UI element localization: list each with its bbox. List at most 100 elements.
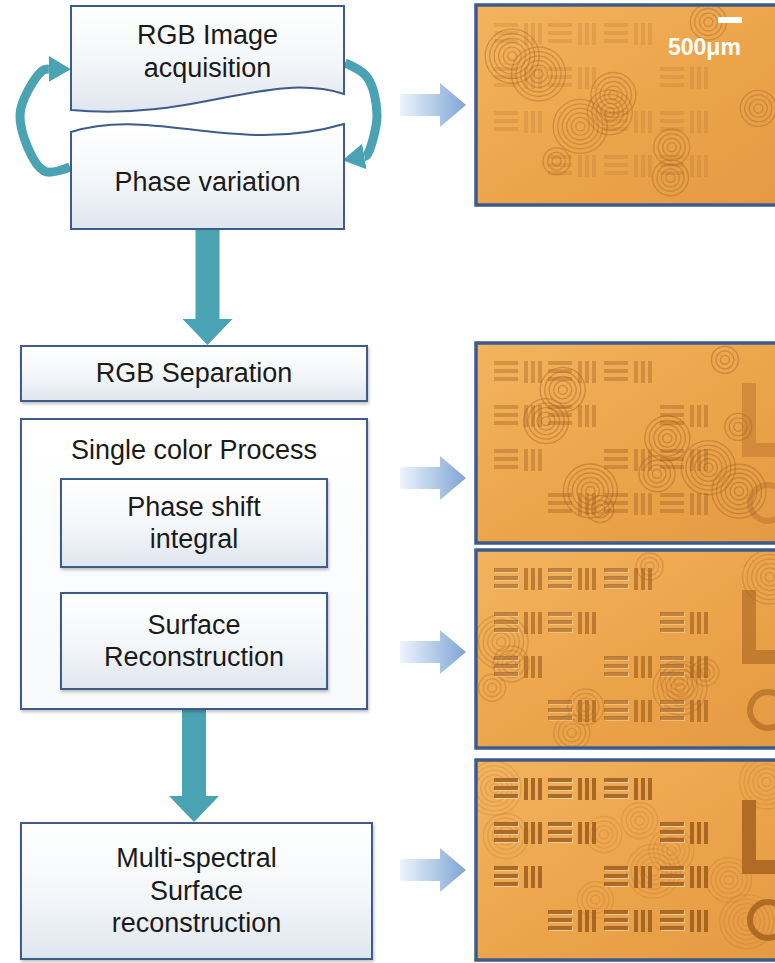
target-bar	[548, 568, 572, 572]
target-bar	[604, 23, 628, 27]
target-bar	[634, 111, 638, 133]
target-bar	[634, 700, 638, 722]
target-bar	[494, 882, 518, 886]
target-bar	[524, 449, 528, 471]
fringe-ring	[757, 773, 775, 791]
node-label: Phase variation	[114, 166, 300, 198]
image-texture	[476, 760, 775, 949]
target-bar	[592, 155, 596, 177]
target-bar	[660, 918, 684, 922]
node-label: Phase shift integral	[107, 491, 282, 556]
target-bar-highlight	[661, 839, 685, 843]
target-bar	[531, 778, 535, 800]
target-bar	[660, 163, 684, 167]
target-bar-highlight	[661, 875, 685, 879]
target-bar	[604, 664, 628, 668]
target-bar-highlight	[661, 709, 685, 713]
target-bar-highlight	[549, 839, 573, 843]
target-bar	[704, 67, 708, 89]
fringe-ring	[476, 761, 521, 815]
process-box: Surface Reconstruction	[60, 592, 328, 690]
fringe-ring	[516, 51, 561, 96]
target-bar	[690, 493, 694, 515]
target-bar	[704, 910, 708, 932]
target-bar	[548, 421, 572, 425]
target-bar	[641, 155, 645, 177]
target-bar	[494, 405, 518, 409]
fringe-ring	[695, 9, 722, 36]
target-bar-highlight	[605, 911, 629, 915]
target-bar	[704, 449, 708, 471]
target-bar	[548, 822, 572, 826]
target-bar	[660, 493, 684, 497]
target-bar	[660, 67, 684, 71]
target-bar	[592, 822, 596, 844]
fringe-ring	[591, 895, 600, 904]
target-bar	[604, 155, 628, 159]
target-bar	[548, 778, 572, 782]
target-bar	[524, 822, 528, 844]
target-bar-highlight	[495, 883, 519, 887]
target-bar-highlight	[661, 927, 685, 931]
fringe-ring	[649, 420, 685, 456]
image-frame	[476, 550, 775, 748]
target-bar	[531, 23, 535, 45]
image-texture	[476, 550, 775, 748]
target-bar	[697, 111, 701, 133]
target-bar-highlight	[495, 629, 519, 633]
target-bar	[538, 656, 542, 678]
target-bar	[690, 822, 694, 844]
target-bar-highlight	[605, 673, 629, 677]
target-bar	[494, 421, 518, 425]
fringe-ring	[493, 646, 529, 682]
fringe-ring	[587, 90, 632, 135]
target-bar-highlight	[605, 919, 629, 923]
target-bar-highlight	[605, 709, 629, 713]
target-bar	[531, 111, 535, 133]
target-bar	[604, 369, 628, 373]
target-bar	[604, 31, 628, 35]
target-bar	[660, 465, 684, 469]
target-bar	[660, 449, 684, 453]
target-bar	[494, 369, 518, 373]
target-bar	[604, 568, 628, 572]
target-bar	[660, 910, 684, 914]
fringe-ring	[497, 637, 506, 646]
target-bar	[548, 75, 572, 79]
fringe-ring	[711, 862, 747, 898]
target-bar	[578, 67, 582, 89]
fringe-ring	[652, 469, 661, 478]
target-bar	[690, 866, 694, 888]
target-bar	[548, 171, 572, 175]
target-bar	[604, 672, 628, 676]
fringe-ring	[749, 99, 767, 117]
target-bar	[641, 361, 645, 383]
pointer-arrow	[400, 630, 466, 674]
target-bar	[660, 838, 684, 842]
target-bar	[604, 171, 628, 175]
fringe-ring	[631, 812, 649, 830]
target-bar	[592, 361, 596, 383]
target-bar	[604, 786, 628, 790]
image-frame	[476, 5, 775, 205]
target-bar	[548, 31, 572, 35]
target-bar	[538, 405, 542, 427]
target-bar	[494, 457, 518, 461]
target-bar	[585, 405, 589, 427]
fringe-ring	[753, 768, 775, 795]
pointer-arrow	[400, 848, 466, 892]
target-bar	[524, 23, 528, 45]
target-bar	[660, 111, 684, 115]
target-bar	[604, 111, 628, 115]
target-bar	[660, 882, 684, 886]
target-bar	[697, 155, 701, 177]
target-bar-highlight	[549, 629, 573, 633]
target-bar	[641, 700, 645, 722]
target-bar	[660, 421, 684, 425]
target-bar	[548, 612, 572, 616]
target-bar-highlight	[549, 701, 573, 705]
target-bar	[578, 405, 582, 427]
target-bar	[604, 874, 628, 878]
target-bar	[660, 874, 684, 878]
fringe-ring	[720, 355, 729, 364]
